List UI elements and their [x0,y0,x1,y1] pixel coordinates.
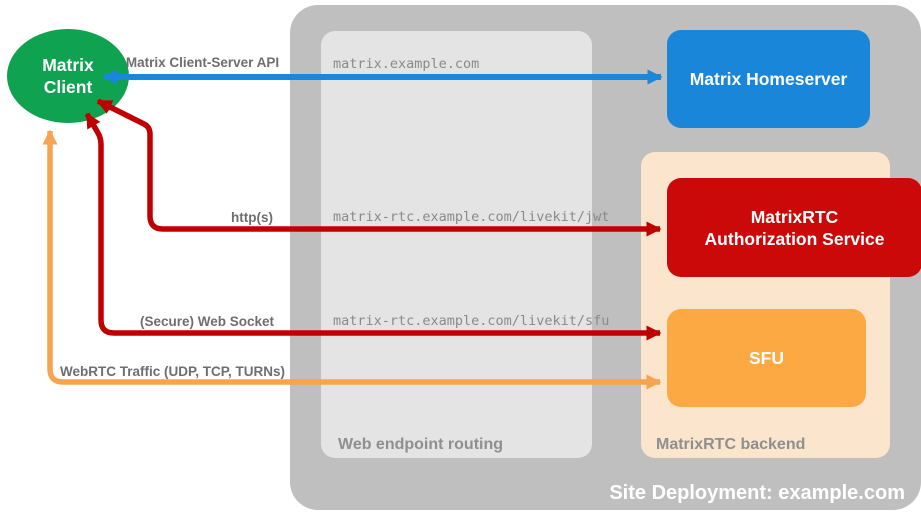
https-arrow-label: http(s) [231,210,273,225]
matrixrtc-authorization-service-node: MatrixRTC Authorization Service [667,178,921,277]
matrix-homeserver-node: Matrix Homeserver [667,30,870,128]
site-deployment-label: Site Deployment: example.com [609,482,905,504]
matrixrtc-backend-label: MatrixRTC backend [656,436,806,453]
sfu-node: SFU [667,309,866,407]
web-endpoint-routing-container [321,31,592,458]
webrtc-traffic-arrow-label: WebRTC Traffic (UDP, TCP, TURNs) [60,364,286,379]
endpoint-matrix-example-com: matrix.example.com [333,56,480,72]
endpoint-livekit-sfu: matrix-rtc.example.com/livekit/sfu [333,313,610,329]
web-endpoint-routing-label: Web endpoint routing [338,436,504,453]
web-socket-arrow-label: (Secure) Web Socket [139,314,274,329]
matrixrtc-authorization-service-label: MatrixRTC Authorization Service [704,206,885,249]
matrix-client-node: Matrix Client [7,29,129,123]
endpoint-livekit-jwt: matrix-rtc.example.com/livekit/jwt [333,209,610,225]
matrix-homeserver-label: Matrix Homeserver [689,69,848,89]
client-server-api-arrow-label: Matrix Client-Server API [125,55,280,70]
matrix-client-label: Matrix Client [42,55,94,97]
sfu-label: SFU [749,348,784,368]
